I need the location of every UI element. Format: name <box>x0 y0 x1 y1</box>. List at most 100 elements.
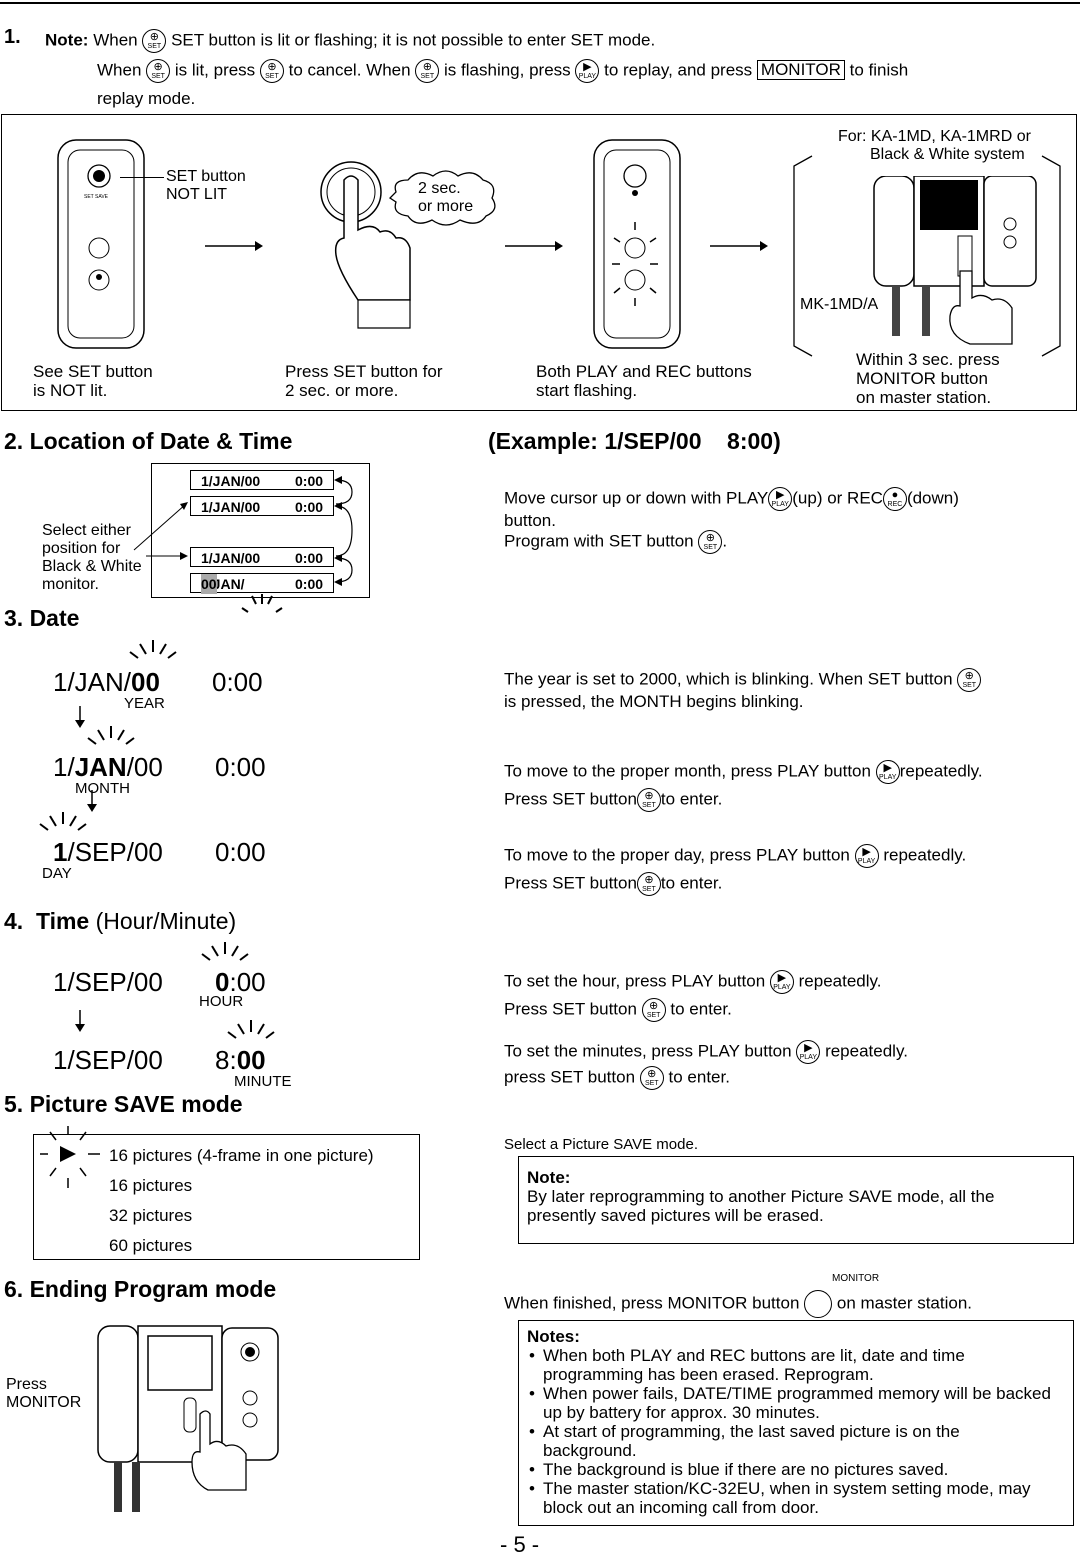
time-step-minute: 8:00 <box>215 1046 266 1074</box>
label-line: Select either <box>42 522 131 539</box>
instruction-text: Press SET button <box>504 999 637 1019</box>
note-item: When both PLAY and REC buttons are lit, … <box>527 1346 1057 1384</box>
section-5-heading: 5. Picture SAVE mode <box>4 1091 243 1117</box>
time-value: 0:00 <box>215 837 266 867</box>
caption-line: Press SET button for <box>285 362 443 381</box>
instruction-text: is pressed, the MONTH begins blinking. <box>504 692 804 711</box>
instruction-text: repeatedly. <box>798 971 882 991</box>
label-text: SET button <box>166 168 246 185</box>
set-icon: ⊕SET <box>636 872 661 896</box>
caption-line: start flashing. <box>536 381 638 400</box>
note-text: to cancel. When <box>288 60 411 80</box>
instruction-text: To move to the proper day, press PLAY bu… <box>504 845 850 865</box>
section-4-heading: 4. Time (Hour/Minute) <box>4 908 236 934</box>
instruction-text: The year is set to 2000, which is blinki… <box>504 669 953 689</box>
label-text: Black & White system <box>870 146 1025 163</box>
set-not-lit-label: SET button NOT LIT <box>166 168 246 204</box>
date-day-instruction: To move to the proper day, press PLAY bu… <box>504 844 966 896</box>
caption-step-1: See SET button is NOT lit. <box>33 362 153 400</box>
svg-text:SET SAVE: SET SAVE <box>84 194 109 200</box>
finish-instruction: When finished, press MONITOR button on m… <box>504 1290 972 1318</box>
save-mode-note: Note: By later reprogramming to another … <box>527 1168 1067 1225</box>
caption-line: Within 3 sec. press <box>856 350 1000 369</box>
page-number: - 5 - <box>500 1532 540 1557</box>
date-part-active: 00 <box>131 667 160 697</box>
instruction-text: repeatedly. <box>825 1041 908 1061</box>
date-part-active: 1 <box>53 837 68 867</box>
time-step-minute-date: 1/SEP/00 <box>53 1045 163 1075</box>
door-station-flashing-illustration <box>593 139 681 349</box>
note-item: The master station/KC-32EU, when in syst… <box>527 1479 1057 1517</box>
instruction-text: to enter. <box>660 873 723 893</box>
top-rule <box>0 2 1080 4</box>
time-part: 8: <box>215 1045 237 1075</box>
date-part: 1/ <box>53 752 75 782</box>
section-2-heading: 2. Location of Date & Time <box>4 428 293 454</box>
instruction-text: Move cursor up or down with PLAY <box>504 488 769 508</box>
bubble-line: or more <box>418 198 474 215</box>
date-step-month: 1/JAN/00 <box>53 753 163 781</box>
note-text: to finish <box>849 60 909 80</box>
date-part: 1/JAN/ <box>53 667 132 697</box>
date-text: 1/JAN/00 <box>201 499 261 515</box>
instruction-text: press SET button <box>504 1067 636 1087</box>
selection-cursor-icon <box>40 1126 100 1188</box>
note-item: The background is blue if there are no p… <box>527 1460 1057 1479</box>
note-text: is flashing, press <box>444 60 571 80</box>
date-year-instruction: The year is set to 2000, which is blinki… <box>504 668 982 711</box>
hour-instruction: To set the hour, press PLAY button ▶PLAY… <box>504 970 881 1022</box>
blink-marks-icon <box>227 1020 275 1039</box>
set-icon: ⊕SET <box>641 998 666 1022</box>
note-label: Note: <box>45 30 89 50</box>
caption-line: is NOT lit. <box>33 381 108 400</box>
monitor-button-icon <box>804 1290 833 1318</box>
press-monitor-label: Press MONITOR <box>6 1376 81 1412</box>
date-part: /SEP/00 <box>67 837 163 867</box>
instruction-text: To set the hour, press PLAY button <box>504 971 766 991</box>
set-icon: ⊕SET <box>259 59 284 83</box>
time-text: 0:00 <box>295 473 324 489</box>
select-position-label: Select either position for Black & White… <box>42 522 142 594</box>
field-label-day: DAY <box>42 865 72 882</box>
date-step-year: 1/JAN/00 <box>53 668 160 696</box>
label-line: position for <box>42 540 121 557</box>
date-part-active: JAN <box>74 752 127 782</box>
caption-step-3: Both PLAY and REC buttons start flashing… <box>536 362 752 400</box>
save-mode-instruction: Select a Picture SAVE mode. <box>504 1136 698 1153</box>
instruction-text: Press SET button <box>504 789 637 809</box>
instruction-text: Program with SET button <box>504 531 694 551</box>
set-icon: ⊕SET <box>142 29 167 53</box>
instruction-text: (up) or REC <box>792 488 883 508</box>
master-station-press-illustration <box>97 1325 279 1512</box>
instruction-text: To set the minutes, press PLAY button <box>504 1041 792 1061</box>
set-icon: ⊕SET <box>146 59 171 83</box>
time-step-hour: 0:00 <box>215 968 266 996</box>
section-1-number: 1. <box>4 26 21 48</box>
cursor-arrows-illustration <box>133 476 353 613</box>
time-value: 0:00 <box>212 667 263 697</box>
note-item: At start of programming, the last saved … <box>527 1422 1057 1460</box>
section-1-note-line2: When ⊕SET is lit, press ⊕SET to cancel. … <box>97 59 908 83</box>
time-text: 0:00 <box>295 499 324 515</box>
instruction-text: button. <box>504 511 556 530</box>
label-line: MONITOR <box>6 1394 82 1411</box>
time-part-active: 00 <box>236 1045 266 1075</box>
save-mode-option-4: 60 pictures <box>109 1236 193 1255</box>
save-mode-option-3: 32 pictures <box>109 1206 193 1225</box>
note-body: By later reprogramming to another Pictur… <box>527 1187 995 1225</box>
caption-line: See SET button <box>33 362 153 381</box>
master-station-illustration <box>873 176 1037 345</box>
section-3-heading: 3. Date <box>4 605 80 631</box>
save-mode-options-box <box>33 1134 420 1260</box>
leader-line <box>120 177 164 178</box>
play-icon: ▶PLAY <box>769 970 794 994</box>
heading-text: 4. Time <box>4 908 90 934</box>
heading-subtext: (Hour/Minute) <box>89 908 237 934</box>
set-icon: ⊕SET <box>636 788 661 812</box>
procedure-diagram-box <box>1 114 1077 411</box>
bubble-text: 2 sec. or more <box>418 180 473 216</box>
time-text: 0:00 <box>295 576 324 592</box>
instruction-text: repeatedly. <box>899 761 983 781</box>
